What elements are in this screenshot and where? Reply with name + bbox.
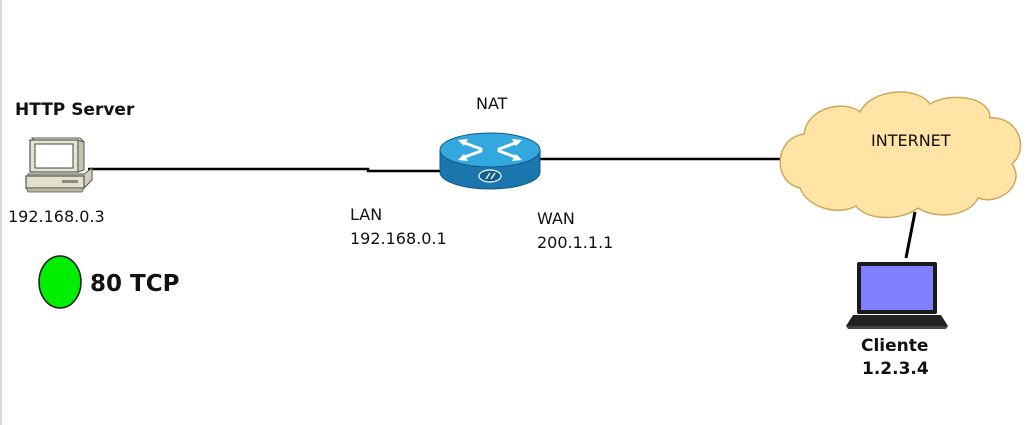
server-computer-icon — [25, 137, 93, 193]
client-laptop-icon — [846, 262, 948, 329]
nat-title: NAT — [476, 94, 508, 113]
client-title: Cliente — [861, 336, 929, 356]
lan-ip: 192.168.0.1 — [350, 229, 447, 248]
link-internet-client — [904, 211, 917, 259]
nat-router-icon — [439, 132, 541, 190]
server-ip: 192.168.0.3 — [8, 207, 105, 226]
wan-ip: 200.1.1.1 — [537, 233, 614, 252]
port-label: 80 TCP — [90, 271, 180, 297]
client-ip: 1.2.3.4 — [862, 359, 929, 379]
internet-label: INTERNET — [871, 131, 951, 150]
server-title: HTTP Server — [15, 100, 135, 120]
wan-label: WAN — [537, 209, 575, 228]
port-status-indicator — [38, 255, 82, 309]
link-server-nat — [88, 167, 440, 173]
left-border — [0, 0, 2, 425]
lan-label: LAN — [350, 205, 383, 224]
internet-cloud — [779, 91, 1022, 219]
